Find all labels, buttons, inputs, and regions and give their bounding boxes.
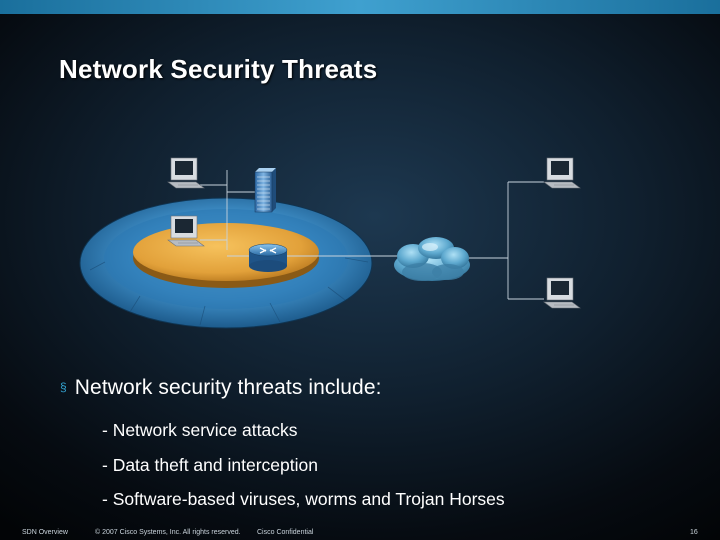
sub-bullet-item: - Data theft and interception (102, 454, 318, 475)
workstation-icon (543, 277, 581, 309)
internet-cloud-icon (394, 237, 470, 281)
workstation-icon (167, 157, 205, 189)
campus-disc (133, 223, 319, 288)
sub-bullet-item: - Software-based viruses, worms and Troj… (102, 489, 505, 509)
bullet-main: § Network security threats include: (60, 376, 505, 400)
footer: SDN Overview © 2007 Cisco Systems, Inc. … (0, 527, 720, 540)
bullet-list: § Network security threats include: - Ne… (60, 376, 505, 524)
bullet-main-text: Network security threats include: (74, 376, 382, 399)
slide-title: Network Security Threats (59, 54, 378, 84)
footer-page-number: 16 (690, 529, 698, 536)
sub-bullet-list: - Network service attacks - Data theft a… (102, 420, 505, 524)
footer-copyright: © 2007 Cisco Systems, Inc. All rights re… (95, 529, 241, 536)
workstation-icon (167, 215, 205, 247)
bullet-marker-icon: § (60, 380, 67, 394)
top-accent-bar (0, 0, 720, 14)
footer-confidential: Cisco Confidential (257, 529, 314, 536)
connection-lines (200, 170, 544, 300)
sub-bullet-item: - Network service attacks (102, 420, 298, 440)
workstation-icon (543, 157, 581, 189)
footer-section: SDN Overview (22, 529, 68, 536)
router-icon (248, 243, 288, 272)
server-icon (254, 168, 276, 213)
